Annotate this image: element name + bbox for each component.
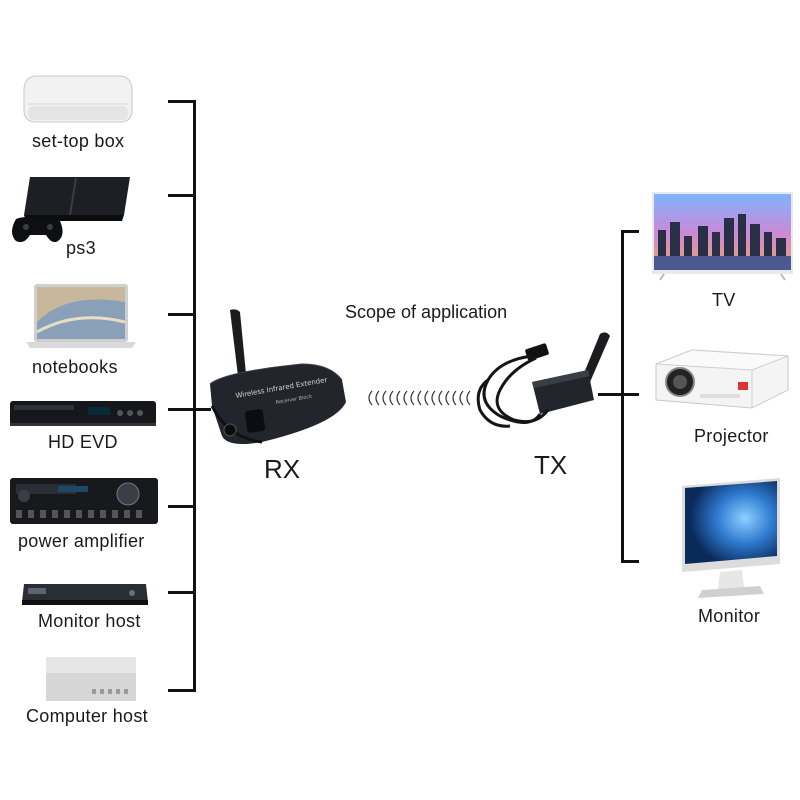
tv-icon (652, 192, 793, 281)
right-bracket-tick (621, 560, 639, 563)
left-bracket-tick (168, 194, 196, 197)
left-bracket-tick (168, 408, 196, 411)
right-bracket-tick (621, 393, 639, 396)
device-label: Computer host (26, 706, 148, 726)
device-label: Monitor (698, 606, 761, 626)
left-bracket-tick (168, 591, 196, 594)
monitor-icon (682, 478, 780, 598)
device-label: ps3 (66, 238, 96, 258)
device-label: HD EVD (48, 432, 118, 452)
right-bracket-connector (598, 393, 623, 396)
tx-transmitter-device (476, 332, 610, 428)
device-label: Projector (694, 426, 769, 446)
left-bracket-tick (168, 100, 196, 103)
amplifier-icon (10, 478, 158, 524)
page-title: Scope of application (345, 302, 508, 322)
left-bracket-tick (168, 313, 196, 316)
game-console-icon (12, 177, 130, 243)
rx-label: RX (264, 454, 301, 484)
left-bracket-tick (168, 505, 196, 508)
device-label: power amplifier (18, 531, 145, 551)
right-bracket-trunk (621, 230, 624, 563)
mini-pc-icon (46, 657, 136, 701)
left-bracket-tick (168, 689, 196, 692)
left-bracket-connector (196, 408, 211, 411)
device-label: set-top box (32, 131, 125, 151)
projector-icon (655, 349, 789, 409)
left-bracket-trunk (193, 100, 196, 692)
wireless-signal-icon (368, 390, 471, 406)
device-label: Monitor host (38, 611, 141, 631)
set-top-box-icon (23, 75, 133, 123)
device-label: TV (712, 290, 736, 310)
device-label: notebooks (32, 357, 118, 377)
tx-label: TX (534, 450, 568, 480)
dvd-player-icon (10, 401, 156, 426)
laptop-icon (26, 284, 136, 348)
dvr-icon (22, 584, 148, 605)
right-bracket-tick (621, 230, 639, 233)
rx-receiver-device: Wireless Infrared Extender Receiver Bloc… (209, 309, 346, 444)
